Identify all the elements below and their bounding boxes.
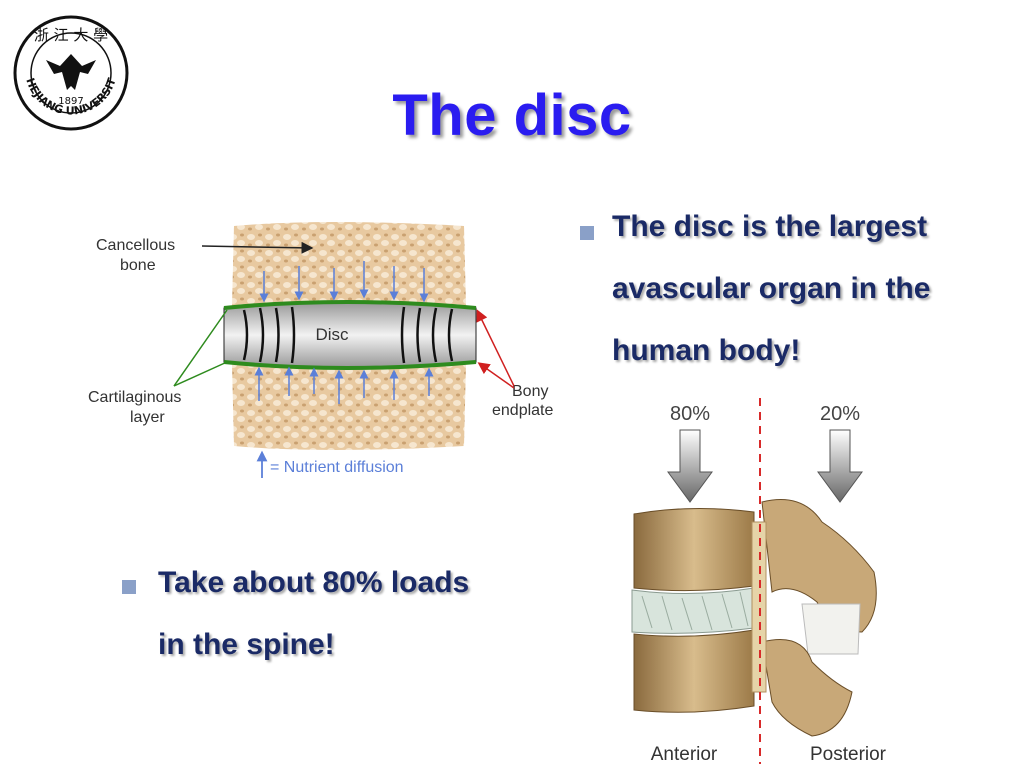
label-cancellous: Cancellous (96, 237, 175, 254)
bullet-line: The disc is the largest (612, 210, 928, 243)
lower-posterior-elements (761, 639, 853, 737)
upper-posterior-elements (761, 499, 877, 633)
ligament (801, 603, 861, 655)
bullet-disc-loads: Take about 80% loads in the spine! (122, 552, 538, 676)
bullet-disc-avascular: The disc is the largest avascular organ … (580, 196, 1012, 382)
bullet-line: in the spine! (158, 628, 335, 661)
label-layer: layer (130, 409, 165, 426)
label-anterior: Anterior (651, 744, 718, 765)
disc-fibers (641, 591, 749, 631)
upper-vertebral-body (633, 507, 755, 592)
bullet-line: human body! (612, 334, 801, 367)
pointer-cartilaginous-bottom (173, 361, 228, 387)
zhejiang-university-logo: 浙 江 大 學 1897 ZHEJIANG UNIVERSITY (12, 14, 129, 131)
logo-year: 1897 (58, 96, 83, 107)
cartilaginous-layer-top (223, 300, 477, 310)
bullet-line: Take about 80% loads (158, 566, 470, 599)
label-bone: bone (120, 257, 156, 274)
spine-disc (631, 587, 755, 634)
bullet-square-icon (122, 580, 136, 594)
label-disc: Disc (315, 325, 349, 344)
label-80-percent: 80% (670, 403, 710, 425)
facet-joints (751, 521, 767, 693)
load-arrow-anterior-icon (667, 429, 713, 503)
nutrient-arrows (254, 261, 434, 404)
label-bony: Bony (512, 383, 548, 400)
bullet-square-icon (580, 226, 594, 240)
eagle-emblem-icon (46, 54, 96, 90)
label-cartilaginous: Cartilaginous (88, 389, 181, 406)
label-20-percent: 20% (820, 403, 860, 425)
legend-nutrient-diffusion: = Nutrient diffusion (270, 459, 404, 476)
load-arrow-posterior-icon (817, 429, 863, 503)
lower-vertebral-body (633, 629, 755, 713)
lower-vertebra-bone (232, 364, 466, 450)
logo-chinese-text: 浙 江 大 學 (34, 26, 108, 44)
bullet-line: avascular organ in the (612, 272, 931, 305)
cartilaginous-layer-bottom (223, 360, 477, 370)
disc-anatomy-illustration: Cancellous bone Disc Cartilaginous layer… (88, 222, 553, 478)
pointer-bony-top (476, 309, 515, 387)
pointer-cartilaginous-top (173, 309, 228, 387)
annulus-fibers (242, 306, 454, 364)
pointer-cancellous (201, 241, 314, 254)
spine-load-illustration: 80% 20% Anterior Posterior (631, 398, 887, 765)
page-title: The disc (392, 83, 632, 148)
label-endplate: endplate (492, 402, 553, 419)
upper-vertebra-bone (232, 222, 466, 306)
label-posterior: Posterior (810, 744, 887, 765)
pointer-bony-bottom (477, 362, 515, 389)
